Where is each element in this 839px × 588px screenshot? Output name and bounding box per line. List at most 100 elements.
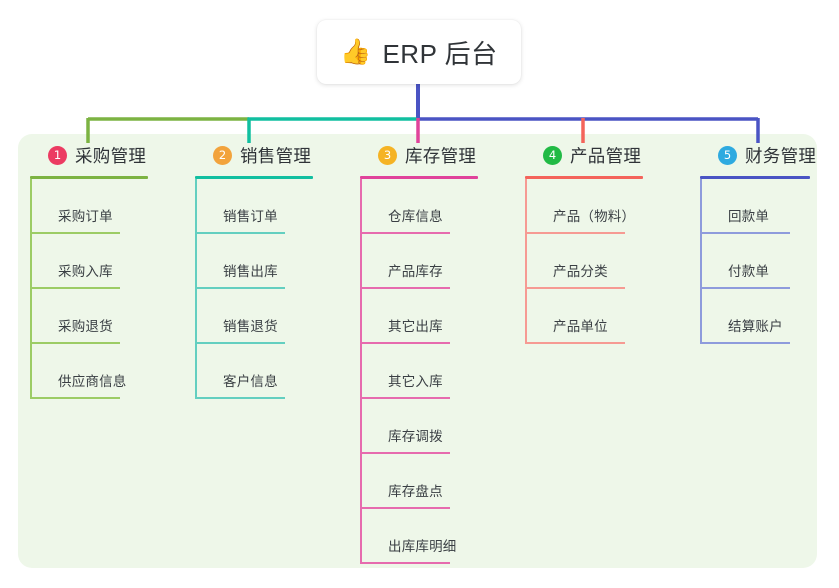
leaf-node[interactable]: 仓库信息	[360, 179, 510, 234]
leaf-underline	[360, 342, 450, 344]
branch-underline	[525, 176, 643, 179]
branch-header-3[interactable]: 3 库存管理	[360, 142, 510, 168]
leaf-label: 采购订单	[58, 209, 113, 224]
branch-spine	[700, 179, 702, 344]
leaf-node[interactable]: 其它入库	[360, 344, 510, 399]
leaf-label: 销售退货	[223, 319, 278, 334]
leaf-underline	[195, 232, 285, 234]
leaf-underline	[360, 287, 450, 289]
branch-index-badge: 3	[378, 145, 397, 165]
leaf-node[interactable]: 结算账户	[700, 289, 830, 344]
leaf-node[interactable]: 产品库存	[360, 234, 510, 289]
leaf-label: 其它出库	[388, 319, 443, 334]
leaf-node[interactable]: 销售订单	[195, 179, 345, 234]
leaf-node[interactable]: 其它出库	[360, 289, 510, 344]
branch-column-4: 4 产品管理产品（物料） 产品分类产品单位	[525, 142, 675, 344]
leaf-underline	[360, 562, 450, 564]
branches-panel	[18, 134, 817, 568]
leaf-underline	[525, 287, 625, 289]
leaf-label: 产品（物料）	[553, 209, 636, 224]
leaf-underline	[525, 232, 625, 234]
leaf-label: 供应商信息	[58, 374, 127, 389]
branch-index-badge: 2	[213, 145, 232, 165]
leaf-underline	[525, 342, 625, 344]
leaf-node[interactable]: 采购入库	[30, 234, 180, 289]
branch-spine	[30, 179, 32, 399]
leaf-node[interactable]: 库存盘点	[360, 454, 510, 509]
branch-spine	[360, 179, 362, 564]
leaf-label: 采购退货	[58, 319, 113, 334]
leaf-label: 出库库明细	[388, 539, 457, 554]
leaf-node[interactable]: 出库库明细	[360, 509, 510, 564]
branch-leaf-list: 仓库信息产品库存其它出库其它入库库存调拨库存盘点出库库明细	[360, 179, 510, 564]
branch-spine	[525, 179, 527, 344]
leaf-label: 产品库存	[388, 264, 443, 279]
branch-underline	[30, 176, 148, 179]
leaf-node[interactable]: 供应商信息	[30, 344, 180, 399]
leaf-node[interactable]: 付款单	[700, 234, 830, 289]
branch-index-badge: 4	[543, 145, 562, 165]
leaf-underline	[195, 342, 285, 344]
leaf-label: 客户信息	[223, 374, 278, 389]
branch-title: 库存管理	[405, 145, 477, 166]
leaf-node[interactable]: 产品单位	[525, 289, 675, 344]
branch-column-2: 2 销售管理销售订单销售出库销售退货客户信息	[195, 142, 345, 399]
leaf-node[interactable]: 采购订单	[30, 179, 180, 234]
leaf-underline	[30, 397, 120, 399]
branch-header-4[interactable]: 4 产品管理	[525, 142, 675, 168]
leaf-underline	[700, 232, 790, 234]
leaf-node[interactable]: 采购退货	[30, 289, 180, 344]
branch-header-1[interactable]: 1 采购管理	[30, 142, 180, 168]
leaf-node[interactable]: 销售退货	[195, 289, 345, 344]
leaf-underline	[700, 287, 790, 289]
thumbs-up-icon: 👍	[340, 37, 372, 66]
branch-header-5[interactable]: 5 财务管理	[700, 142, 830, 168]
root-node-title: ERP 后台	[382, 38, 498, 69]
leaf-node[interactable]: 库存调拨	[360, 399, 510, 454]
branch-leaf-list: 销售订单销售出库销售退货客户信息	[195, 179, 345, 399]
leaf-label: 回款单	[728, 209, 770, 224]
branch-underline	[360, 176, 478, 179]
leaf-node[interactable]: 产品分类	[525, 234, 675, 289]
leaf-node[interactable]: 客户信息	[195, 344, 345, 399]
leaf-label: 其它入库	[388, 374, 443, 389]
branch-column-1: 1 采购管理采购订单采购入库采购退货供应商信息	[30, 142, 180, 399]
branch-leaf-list: 产品（物料） 产品分类产品单位	[525, 179, 675, 344]
branch-leaf-list: 采购订单采购入库采购退货供应商信息	[30, 179, 180, 399]
leaf-node[interactable]: 产品（物料）	[525, 179, 675, 234]
leaf-underline	[30, 342, 120, 344]
leaf-underline	[360, 452, 450, 454]
leaf-underline	[360, 397, 450, 399]
leaf-underline	[700, 342, 790, 344]
root-node-content: 👍 ERP 后台	[340, 34, 497, 71]
leaf-label: 库存盘点	[388, 484, 443, 499]
leaf-label: 库存调拨	[388, 429, 443, 444]
leaf-label: 付款单	[728, 264, 770, 279]
branch-index-badge: 5	[718, 145, 737, 165]
branch-title: 产品管理	[570, 145, 642, 166]
branch-underline	[195, 176, 313, 179]
leaf-underline	[360, 232, 450, 234]
leaf-node[interactable]: 销售出库	[195, 234, 345, 289]
branch-title: 销售管理	[240, 145, 312, 166]
leaf-underline	[360, 507, 450, 509]
leaf-label: 结算账户	[728, 319, 783, 334]
leaf-underline	[195, 397, 285, 399]
branch-leaf-list: 回款单付款单结算账户	[700, 179, 830, 344]
branch-column-3: 3 库存管理仓库信息产品库存其它出库其它入库库存调拨库存盘点出库库明细	[360, 142, 510, 564]
leaf-node[interactable]: 回款单	[700, 179, 830, 234]
branch-header-2[interactable]: 2 销售管理	[195, 142, 345, 168]
leaf-label: 产品单位	[553, 319, 608, 334]
leaf-underline	[30, 287, 120, 289]
leaf-label: 仓库信息	[388, 209, 443, 224]
branch-underline	[700, 176, 810, 179]
branch-title: 采购管理	[75, 145, 147, 166]
branch-index-badge: 1	[48, 145, 67, 165]
branch-column-5: 5 财务管理回款单付款单结算账户	[700, 142, 830, 344]
leaf-label: 销售订单	[223, 209, 278, 224]
root-node[interactable]: 👍 ERP 后台	[317, 20, 521, 84]
leaf-label: 采购入库	[58, 264, 113, 279]
leaf-label: 产品分类	[553, 264, 608, 279]
branch-title: 财务管理	[745, 145, 817, 166]
